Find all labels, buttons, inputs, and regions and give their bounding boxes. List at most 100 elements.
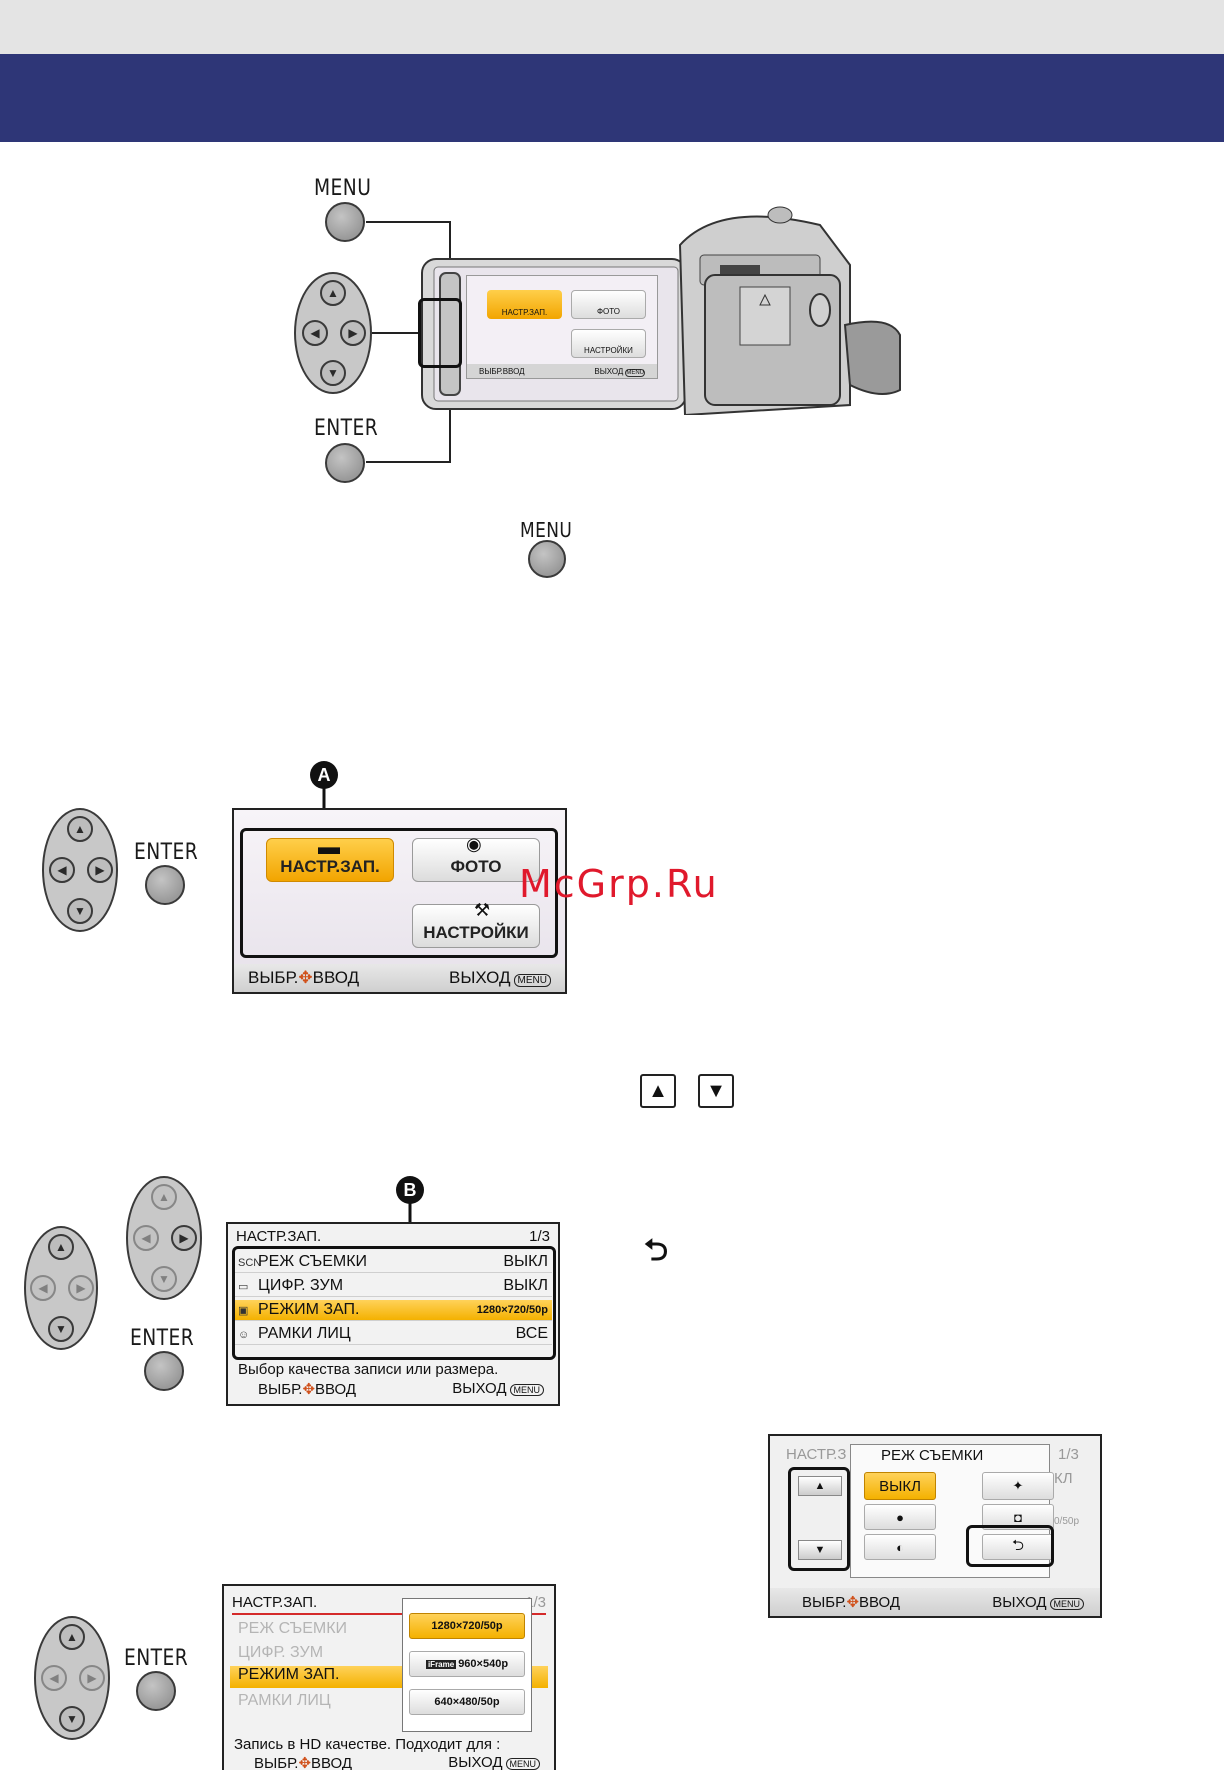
zoom-icon: ▭ xyxy=(238,1281,249,1293)
left-arrow-icon[interactable]: ◀ xyxy=(302,320,328,346)
footer-select-label: ВЫБР. xyxy=(248,968,299,987)
camera-lcd-mini: НАСТР.ЗАП. ФОТО НАСТРОЙКИ ВЫБР.ВВОД ВЫХО… xyxy=(466,275,658,379)
direction-pad-step2[interactable]: ▲ ◀ ▶ ▼ xyxy=(42,808,118,932)
tile-settings[interactable]: НАСТРОЙКИ xyxy=(412,904,540,948)
right-arrow-icon[interactable]: ▶ xyxy=(87,857,113,883)
up-arrow-icon[interactable]: ▲ xyxy=(48,1234,74,1260)
scroll-up-button[interactable]: ▲ xyxy=(798,1476,842,1496)
watermark: McGrp.Ru xyxy=(519,862,719,906)
down-arrow-icon[interactable]: ▼ xyxy=(151,1266,177,1292)
under-value: КЛ xyxy=(1054,1470,1073,1487)
up-key-icon: ▲ xyxy=(640,1074,676,1108)
lowlight-icon: ◐ xyxy=(896,1539,904,1555)
tile-rec-settings[interactable]: НАСТР.ЗАП. xyxy=(266,838,394,882)
mini-tile-rec: НАСТР.ЗАП. xyxy=(487,290,562,319)
menu-key-icon: MENU xyxy=(1049,1597,1084,1610)
footer-exit-label: ВЫХОД xyxy=(449,968,511,987)
left-arrow-icon[interactable]: ◀ xyxy=(30,1275,56,1301)
up-arrow-icon[interactable]: ▲ xyxy=(59,1624,85,1650)
section-header-band xyxy=(0,54,1224,142)
quality-option-1280[interactable]: 1280×720/50p xyxy=(409,1613,525,1639)
direction-pad-step3b[interactable]: ▲ ◀ ▶ ▼ xyxy=(126,1176,202,1300)
scene-mode-screen: НАСТР.З 1/3 КЛ 0/50p РЕЖ СЪЕМКИ ВЫКЛ ● ◐… xyxy=(768,1434,1102,1618)
left-arrow-icon[interactable]: ◀ xyxy=(41,1665,67,1691)
return-icon: ⮌ xyxy=(1011,1536,1024,1554)
sports-icon: ✦ xyxy=(1012,1478,1024,1493)
under-page: 1/3 xyxy=(1058,1446,1079,1463)
highlight-frame-b xyxy=(232,1246,556,1360)
enter-button[interactable] xyxy=(325,443,365,483)
wrench-icon: ⚒ xyxy=(474,900,491,920)
dpad-icon: ✥ xyxy=(298,1755,312,1770)
scroll-down-button[interactable]: ▼ xyxy=(798,1540,842,1560)
quality-option-640[interactable]: 640×480/50p xyxy=(409,1689,525,1715)
up-arrow-icon[interactable]: ▲ xyxy=(320,280,346,306)
menu-label-step1: MENU xyxy=(520,518,573,542)
direction-pad[interactable]: ▲ ◀ ▶ ▼ xyxy=(294,272,372,394)
enter-button-step5[interactable] xyxy=(136,1671,176,1711)
enter-label-step5: ENTER xyxy=(124,1646,189,1671)
list-title: НАСТР.ЗАП. xyxy=(236,1228,322,1245)
up-arrow-icon[interactable]: ▲ xyxy=(151,1184,177,1210)
down-arrow-icon[interactable]: ▼ xyxy=(67,898,93,924)
right-arrow-icon[interactable]: ▶ xyxy=(79,1665,105,1691)
enter-label-step3: ENTER xyxy=(130,1326,195,1351)
scene-option-portrait[interactable]: ● xyxy=(864,1504,936,1530)
right-arrow-icon[interactable]: ▶ xyxy=(340,320,366,346)
scene-option-lowlight[interactable]: ◐ xyxy=(864,1534,936,1560)
scene-popup-title: РЕЖ СЪЕМКИ xyxy=(881,1447,984,1464)
camera-icon: ◉ xyxy=(466,834,482,854)
list-item-rec-mode[interactable]: ▣РЕЖИМ ЗАП.1280×720/50p xyxy=(234,1300,552,1321)
scene-option-sports[interactable]: ✦ xyxy=(982,1472,1054,1500)
portrait-icon: ● xyxy=(896,1509,904,1525)
menu-label: MENU xyxy=(314,176,372,201)
top-gray-strip xyxy=(0,0,1224,54)
list-header: НАСТР.ЗАП. 1/3 xyxy=(236,1228,550,1248)
highlight-frame-a xyxy=(240,828,558,958)
menu-key-icon: MENU xyxy=(509,1384,544,1396)
enter-button-step3[interactable] xyxy=(144,1351,184,1391)
dpad-icon: ✥ xyxy=(302,1381,316,1398)
down-arrow-icon[interactable]: ▼ xyxy=(59,1706,85,1732)
menu-button-step1[interactable] xyxy=(528,540,566,578)
face-icon: ☺ xyxy=(238,1329,250,1341)
left-arrow-icon[interactable]: ◀ xyxy=(49,857,75,883)
right-arrow-icon[interactable]: ▶ xyxy=(68,1275,94,1301)
list-hint: Выбор качества записи или размера. xyxy=(238,1361,499,1378)
scene-option-off[interactable]: ВЫКЛ xyxy=(864,1472,936,1500)
scene-return-button[interactable]: ⮌ xyxy=(982,1534,1054,1560)
callout-b: B xyxy=(396,1176,424,1204)
down-arrow-icon[interactable]: ▼ xyxy=(48,1316,74,1342)
menu-button[interactable] xyxy=(325,202,365,242)
down-key-icon: ▼ xyxy=(698,1074,734,1108)
dim-row-scene: РЕЖ СЪЕМКИ xyxy=(238,1620,348,1637)
direction-pad-step3[interactable]: ▲ ◀ ▶ ▼ xyxy=(24,1226,98,1350)
return-icon: ⮌ xyxy=(644,1234,669,1267)
enter-button-step2[interactable] xyxy=(145,865,185,905)
left-arrow-icon[interactable]: ◀ xyxy=(133,1225,159,1251)
up-arrow-icon[interactable]: ▲ xyxy=(67,816,93,842)
under-value-2: 0/50p xyxy=(1054,1516,1080,1527)
quality-hint: Запись в HD качестве. Подходит для : xyxy=(234,1736,501,1753)
dpad-icon: ✥ xyxy=(298,968,313,987)
direction-pad-step5[interactable]: ▲ ◀ ▶ ▼ xyxy=(34,1616,110,1740)
tile-photo[interactable]: ФОТО xyxy=(412,838,540,882)
under-title: НАСТР.З xyxy=(786,1446,847,1463)
callout-a: A xyxy=(310,761,338,789)
down-arrow-icon[interactable]: ▼ xyxy=(320,360,346,386)
dpad-icon: ✥ xyxy=(846,1594,860,1611)
rec-mode-icon: ▣ xyxy=(238,1305,249,1317)
iframe-badge: iFrame xyxy=(425,1659,457,1669)
pad-highlight-frame xyxy=(418,298,462,368)
right-arrow-icon[interactable]: ▶ xyxy=(171,1225,197,1251)
